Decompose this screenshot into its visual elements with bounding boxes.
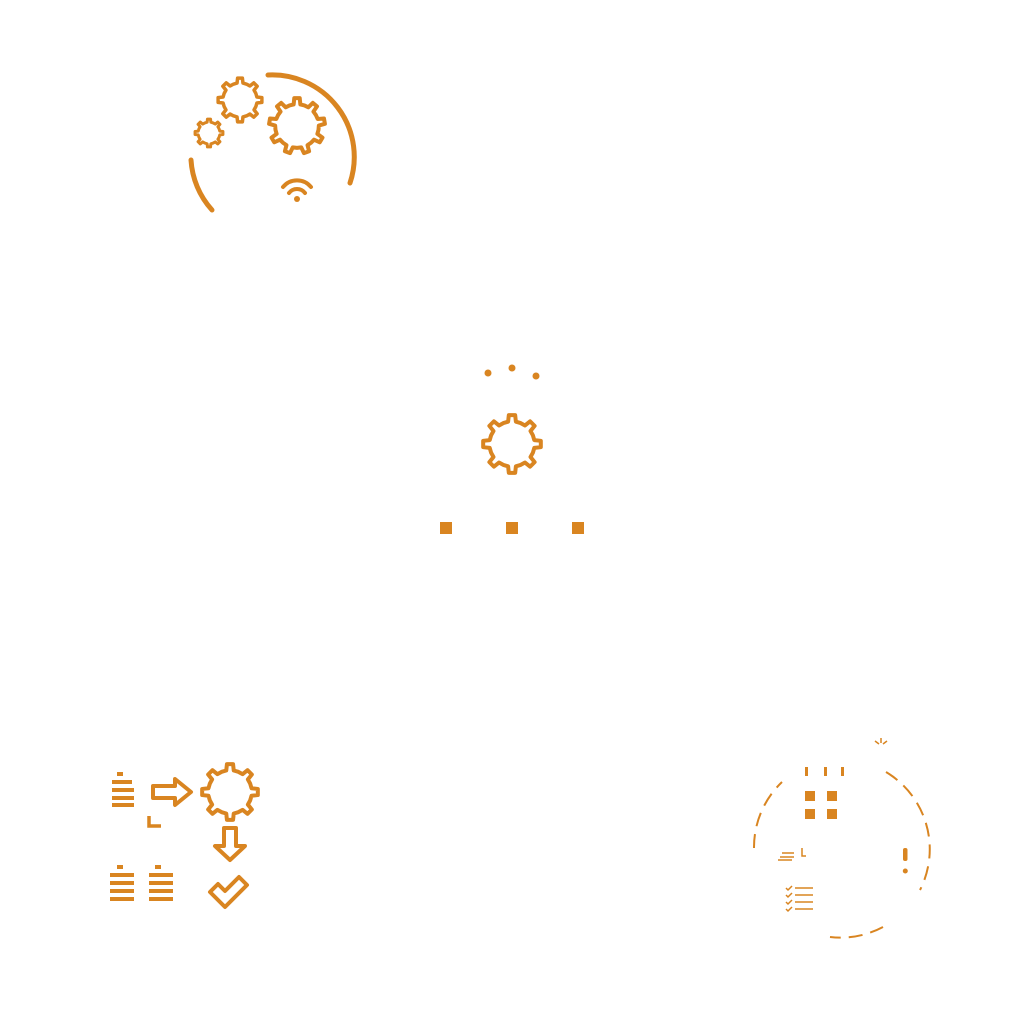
document-stack-icon [112, 772, 134, 807]
alert-icon [902, 848, 908, 874]
square-right [572, 522, 584, 534]
gear-outline [481, 413, 543, 475]
central-gear-icon-group [430, 355, 595, 545]
wifi-icon [281, 178, 313, 202]
gear-large-icon [267, 96, 327, 156]
check-icon [208, 875, 249, 909]
central-gear-svg [440, 364, 584, 534]
operations-ring-icon-group [740, 730, 945, 945]
gear-outline [200, 762, 260, 822]
sparkle-icon [874, 738, 888, 745]
process-flow-svg [110, 762, 260, 909]
square-center [506, 522, 518, 534]
dashed-ring [885, 771, 931, 891]
gear-icon [481, 413, 543, 475]
gear-outline [267, 96, 327, 156]
gear-medium-icon [216, 76, 264, 124]
dot-top-center [508, 364, 516, 372]
gears-arc-svg [188, 72, 357, 213]
bracket-icon [147, 816, 161, 828]
gear-small-icon [193, 117, 225, 149]
square-left [440, 522, 452, 534]
document-stack-bottom-right-icon [149, 865, 173, 901]
outer-arc-left [188, 157, 215, 213]
process-flow-icon-group [100, 755, 275, 920]
gear-outline [216, 76, 264, 124]
dashed-ring-left [752, 781, 783, 849]
dot-top-left [484, 369, 492, 377]
gears-arc-icon-group [180, 60, 370, 225]
checklist-icon [785, 885, 813, 913]
gear-icon [200, 762, 260, 822]
grid-tiles-icon [805, 791, 837, 819]
dashed-ring-bottom [829, 926, 884, 939]
arrow-right-icon [151, 777, 193, 807]
outer-arc [265, 72, 357, 186]
document-stack-bottom-left-icon [110, 865, 134, 901]
small-document-icon [778, 848, 806, 861]
gear-outline [193, 117, 225, 149]
arrow-down-icon [213, 826, 247, 862]
operations-ring-svg [752, 738, 931, 939]
dot-top-right [532, 372, 540, 380]
tick-marks-icon [805, 767, 844, 776]
